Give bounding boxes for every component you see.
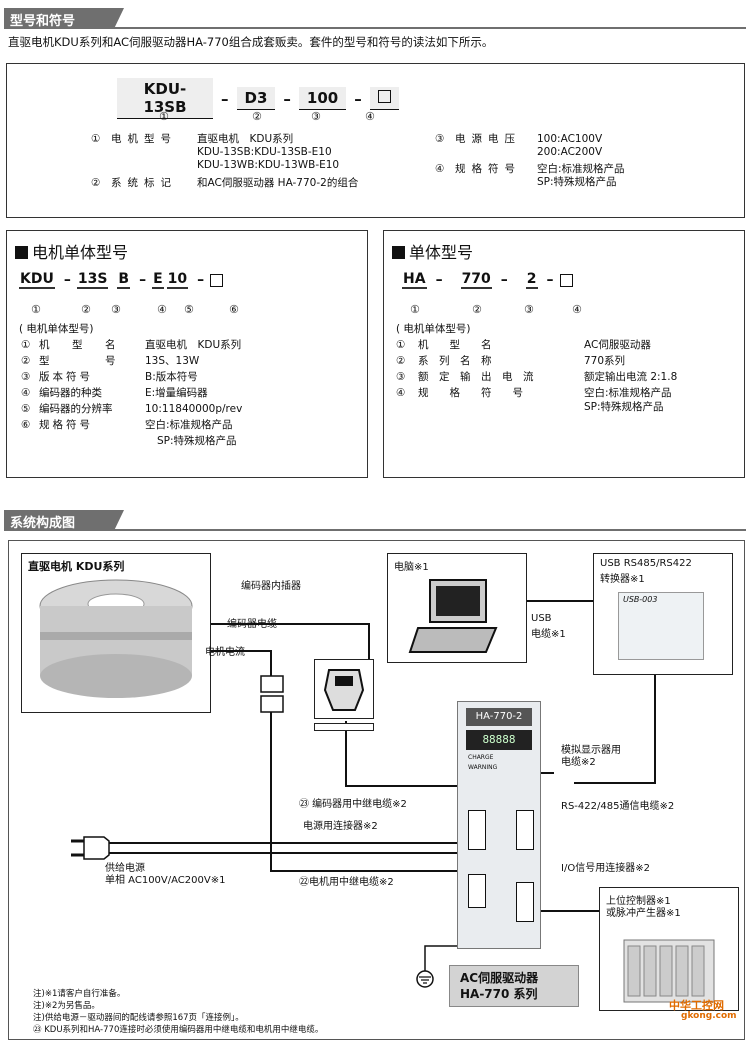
upper-controller-panel: 上位控制器※1 或脉冲产生器※1 xyxy=(599,887,739,1011)
motor-model-box: 电机单体型号 KDU– 13S B– E 10– ① ② ③ ④ ⑤ ⑥ ( 电… xyxy=(6,230,368,478)
section-header-model: 型号和符号 xyxy=(4,8,746,30)
driver-box-title: 单体型号 xyxy=(409,243,474,262)
motor-box-title: 电机单体型号 xyxy=(32,243,129,262)
converter-icon: USB-003 xyxy=(618,592,704,660)
motor-model-code: KDU– 13S B– E 10– xyxy=(19,271,224,289)
led-display: 88888 xyxy=(466,730,532,750)
watermark: 中华工控网 xyxy=(669,999,724,1012)
section-title: 型号和符号 xyxy=(4,8,124,28)
intro-text: 直驱电机KDU系列和AC伺服驱动器HA-770组合成套贩卖。套件的型号和符号的读… xyxy=(8,35,494,49)
black-square-icon xyxy=(15,246,28,259)
blank-box-icon xyxy=(377,90,391,103)
encoder-plug-icon xyxy=(314,659,374,719)
motor-icon xyxy=(39,579,193,698)
motor-connector xyxy=(468,874,486,908)
section-header-system: 系统构成图 xyxy=(4,510,746,532)
io-connector xyxy=(516,882,534,922)
blank-box-icon xyxy=(210,273,224,287)
kit-model-box: KDU-13SB – D3 – 100 – ① ② ③ ④ ① 电机型号 直驱电… xyxy=(6,63,745,218)
encoder-connector xyxy=(516,810,534,850)
system-diagram: 直驱电机 KDU系列 编码器内插器 编码器电缆 电机电流 电脑※1 USB 电缆… xyxy=(8,540,745,1040)
laptop-icon xyxy=(408,579,498,653)
plc-icon xyxy=(623,939,715,1003)
motor-panel: 直驱电机 KDU系列 xyxy=(21,553,211,713)
black-square-icon xyxy=(392,246,405,259)
power-connector xyxy=(468,810,486,850)
pc-panel: 电脑※1 xyxy=(387,553,527,663)
converter-panel: USB RS485/RS422 转换器※1 USB-003 xyxy=(593,553,733,675)
blank-box-icon xyxy=(559,273,573,287)
section-title: 系统构成图 xyxy=(4,510,124,530)
watermark-url: gkong.com xyxy=(681,1011,737,1021)
driver-model-code: HA– 770– 2– xyxy=(402,271,573,289)
servo-driver-icon: HA-770-2 88888 CHARGE WARNING xyxy=(457,701,541,949)
driver-title-box: AC伺服驱动器 HA-770 系列 xyxy=(449,965,579,1007)
kit-model-code: KDU-13SB – D3 – 100 – xyxy=(117,78,399,119)
